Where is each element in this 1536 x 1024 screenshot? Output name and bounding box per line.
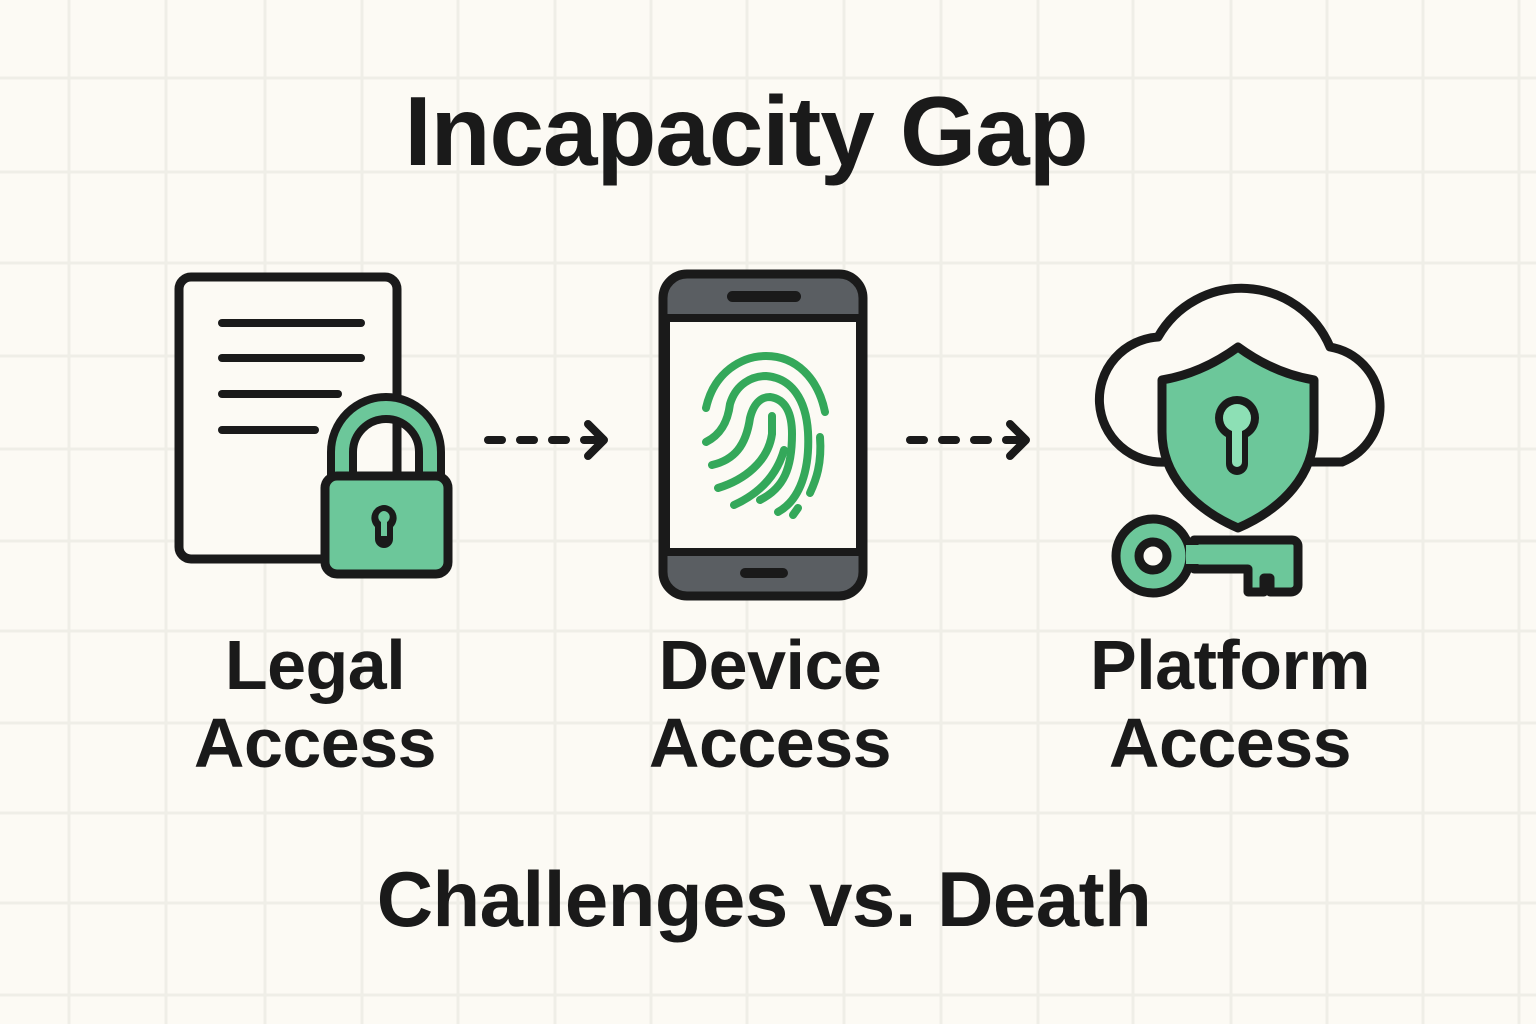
step-label-legal-access: Legal Access	[193, 626, 437, 782]
document-lock-icon	[174, 272, 453, 579]
speaker-slot	[727, 291, 801, 302]
diagram-title: Incapacity Gap	[404, 76, 1088, 186]
key-icon	[1111, 514, 1303, 598]
step-label-platform-access: Platform Access	[1090, 626, 1370, 782]
text-lines	[218, 319, 365, 434]
fingerprint-icon	[702, 351, 829, 519]
dashed-arrow-right-icon	[484, 420, 608, 460]
cloud-shield-key-icon	[1094, 283, 1385, 598]
phone-fingerprint-icon	[658, 269, 868, 601]
keyhole-icon	[1215, 396, 1259, 475]
dashed-arrow-right-icon	[906, 420, 1030, 460]
home-button	[740, 568, 788, 578]
diagram-subtitle: Challenges vs. Death	[376, 855, 1152, 943]
padlock-icon	[320, 393, 453, 579]
step-label-device-access: Device Access	[648, 626, 892, 782]
